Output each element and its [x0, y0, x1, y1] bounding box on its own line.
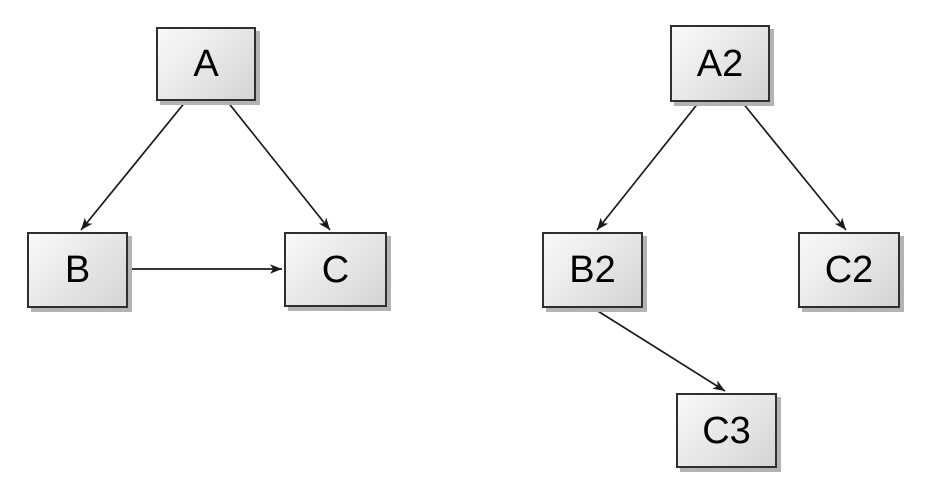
node-label-b: B [64, 249, 91, 291]
node-a: A [156, 27, 256, 101]
node-c: C [284, 232, 387, 307]
edge-a2-b2 [596, 101, 700, 231]
node-label-c2: C2 [824, 249, 874, 291]
node-c3: C3 [676, 393, 777, 468]
node-a2: A2 [670, 25, 770, 102]
edge-a-b [80, 100, 187, 231]
node-label-a2: A2 [696, 42, 744, 85]
node-c2: C2 [798, 232, 900, 308]
node-label-c: C [321, 248, 350, 291]
node-label-a: A [193, 43, 219, 85]
edge-b2-c3 [592, 307, 726, 392]
node-label-b2: B2 [569, 249, 616, 291]
edge-a2-c2 [741, 101, 847, 231]
node-b2: B2 [542, 232, 643, 308]
edge-group [80, 100, 847, 392]
node-label-c3: C3 [702, 409, 751, 452]
node-b: B [27, 232, 128, 308]
edge-a-c [226, 100, 331, 231]
